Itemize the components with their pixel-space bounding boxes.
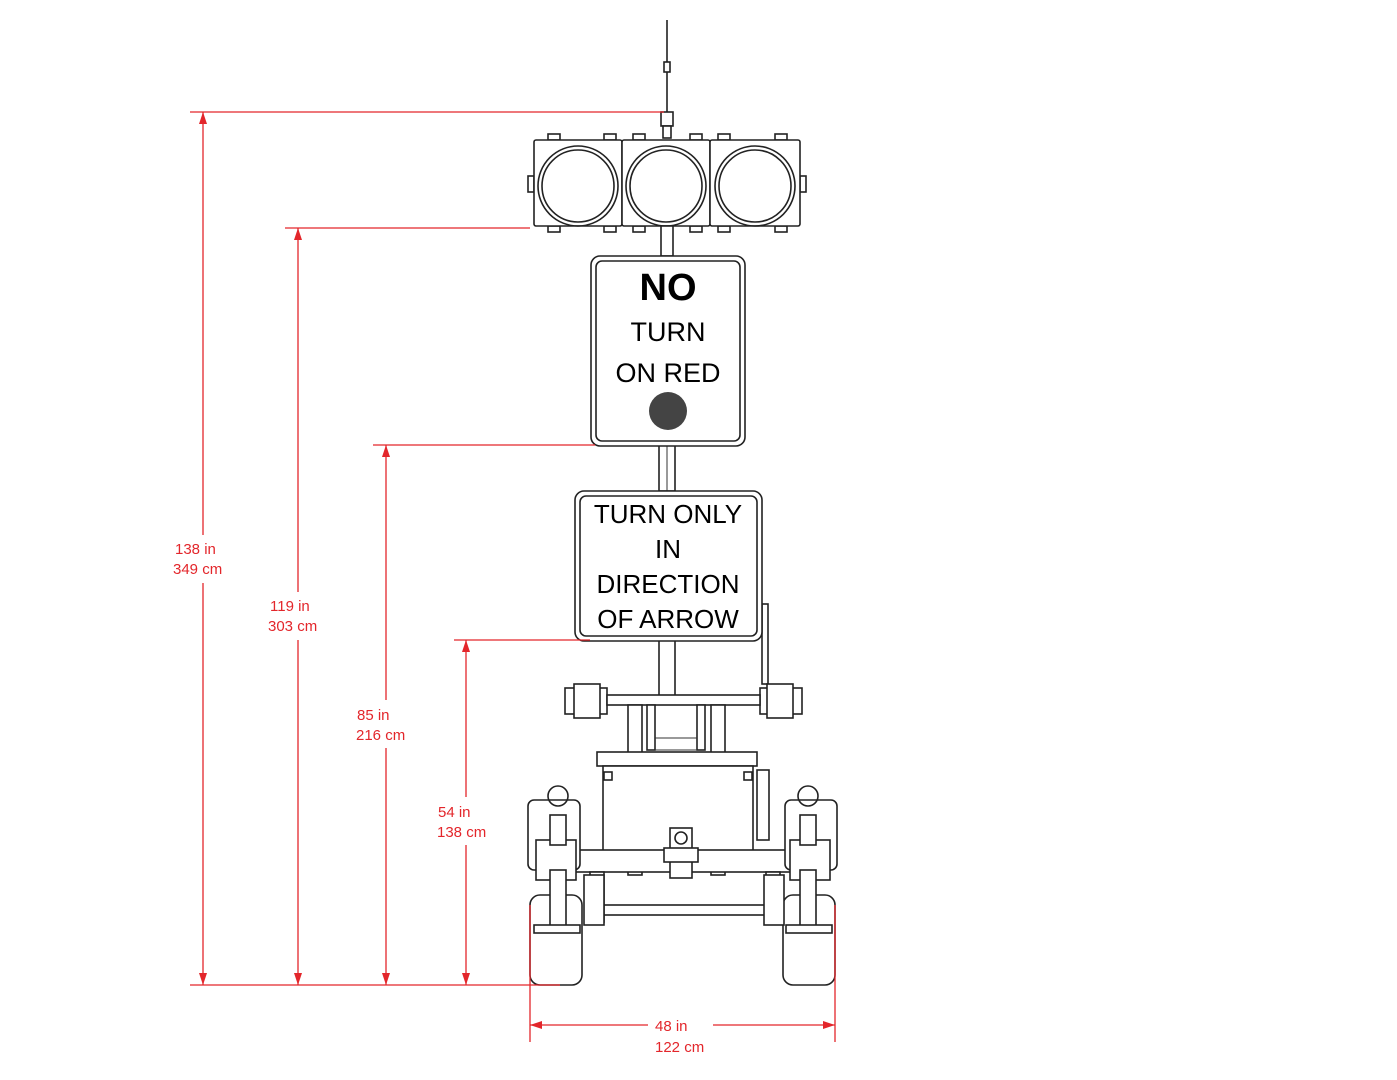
wheel-left bbox=[527, 785, 605, 986]
signal-height-in: 119 in bbox=[270, 598, 310, 615]
dimension-overall-width: 48 in 122 cm bbox=[529, 905, 836, 1056]
signal-height-cm: 303 cm bbox=[268, 618, 317, 635]
signal-head-center bbox=[621, 139, 711, 227]
dimension-sign1-height: 85 in 216 cm bbox=[356, 444, 595, 985]
mast-pole bbox=[658, 225, 676, 701]
dimension-overall-height: 138 in 349 cm bbox=[173, 111, 664, 985]
overall-width-cm: 122 cm bbox=[655, 1039, 704, 1056]
sign-turn-only: TURN ONLY IN DIRECTION OF ARROW bbox=[574, 490, 769, 685]
sign1-height-cm: 216 cm bbox=[356, 727, 405, 744]
traffic-signal-assembly bbox=[527, 133, 807, 233]
overall-height-cm: 349 cm bbox=[173, 561, 222, 578]
sign2-height-cm: 138 cm bbox=[437, 824, 486, 841]
wheel-right bbox=[763, 785, 838, 986]
sign2-line4: OF ARROW bbox=[597, 604, 739, 634]
sign2-line1: TURN ONLY bbox=[594, 499, 742, 529]
signal-head-right bbox=[709, 139, 801, 227]
sign2-line2: IN bbox=[655, 534, 681, 564]
overall-width-in: 48 in bbox=[655, 1018, 688, 1035]
sign1-line1: NO bbox=[640, 267, 697, 309]
sign2-height-in: 54 in bbox=[438, 804, 471, 821]
signal-head-left bbox=[533, 139, 623, 227]
dimension-sign2-height: 54 in 138 cm bbox=[437, 639, 590, 985]
antenna bbox=[660, 20, 674, 139]
sign2-line3: DIRECTION bbox=[597, 569, 740, 599]
red-signal-symbol bbox=[649, 392, 687, 430]
sign1-height-in: 85 in bbox=[357, 707, 390, 724]
dimension-signal-height: 119 in 303 cm bbox=[268, 227, 530, 985]
overall-height-in: 138 in bbox=[175, 541, 216, 558]
sign1-line2: TURN bbox=[631, 317, 706, 347]
sign-no-turn-on-red: NO TURN ON RED bbox=[590, 255, 746, 447]
sign1-line3: ON RED bbox=[615, 358, 720, 388]
